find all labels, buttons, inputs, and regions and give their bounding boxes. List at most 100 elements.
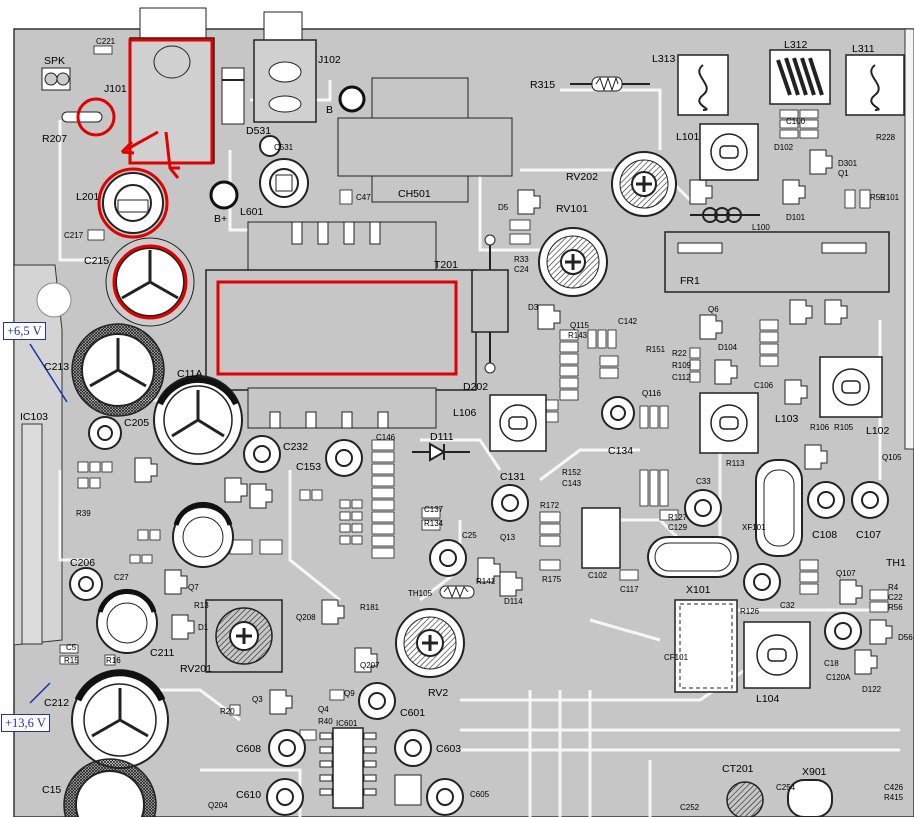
ic601 — [332, 727, 364, 809]
label-c215: C215 — [84, 255, 109, 267]
transformer-t201 — [205, 269, 477, 391]
jack-j101-hole — [153, 45, 191, 79]
label-fr1: FR1 — [680, 275, 700, 287]
label-q204: Q204 — [208, 801, 228, 810]
label-j102: J102 — [318, 54, 341, 66]
label-rv202: RV202 — [566, 171, 598, 183]
leader-line-6v5 — [29, 343, 68, 403]
label-b: B — [326, 104, 333, 116]
choke-ch501-bottom — [371, 175, 469, 203]
xtal-x901 — [787, 779, 833, 817]
label-c117: C117 — [620, 585, 639, 594]
label-cf101: CF101 — [664, 653, 689, 662]
label-r20: R20 — [220, 707, 235, 716]
label-c120a: C120A — [826, 673, 851, 682]
label-c131: C131 — [500, 471, 525, 483]
label-d102: D102 — [774, 143, 794, 152]
label-c426: C426 — [884, 783, 904, 792]
label-r127: R127 — [668, 513, 688, 522]
label-c47: C47 — [356, 193, 371, 202]
label-c5: C5 — [66, 643, 77, 652]
label-c18: C18 — [824, 659, 839, 668]
label-r55: R55 — [870, 193, 885, 202]
label-l601: L601 — [240, 206, 264, 218]
label-l106: L106 — [453, 407, 477, 419]
xtal-x101 — [647, 536, 739, 578]
label-r33: R33 — [514, 255, 529, 264]
label-r113: R113 — [726, 459, 745, 468]
label-r315: R315 — [530, 79, 555, 91]
smd-pads — [59, 45, 889, 741]
label-q13: Q13 — [500, 533, 516, 542]
label-q3: Q3 — [252, 695, 263, 704]
header-ic601 — [394, 774, 422, 806]
label-r16: R16 — [106, 656, 121, 665]
label-th1: TH1 — [886, 557, 906, 569]
choke-ch501-top — [371, 77, 469, 121]
label-r105: R105 — [834, 423, 854, 432]
label-q9: Q9 — [344, 689, 355, 698]
label-c106: C106 — [754, 381, 774, 390]
label-c134: C134 — [608, 445, 633, 457]
label-r101: R101 — [880, 193, 900, 202]
label-rv101: RV101 — [556, 203, 588, 215]
label-r109: R109 — [672, 361, 692, 370]
label-c11a: C11A — [177, 368, 203, 380]
label-r143: R143 — [568, 331, 588, 340]
label-c232: C232 — [283, 441, 308, 453]
label-t201: T201 — [434, 259, 458, 271]
label-q7: Q7 — [188, 583, 199, 592]
label-c206: C206 — [70, 557, 95, 569]
label-ic601: IC601 — [336, 719, 358, 728]
transistors — [134, 149, 893, 715]
label-c221: C221 — [96, 37, 116, 46]
label-c129: C129 — [668, 523, 688, 532]
label-q1: Q1 — [838, 169, 849, 178]
label-c137: C137 — [424, 505, 444, 514]
leader-line-13v6 — [29, 682, 51, 704]
label-c143: C143 — [562, 479, 582, 488]
label-c33: C33 — [696, 477, 711, 486]
diode-d202 — [471, 269, 509, 333]
label-c212: C212 — [44, 697, 69, 709]
label-q107: Q107 — [836, 569, 856, 578]
label-ct201: CT201 — [722, 763, 754, 775]
jack-j102-hole — [268, 61, 302, 83]
label-d202: D202 — [463, 381, 488, 393]
label-r106: R106 — [810, 423, 830, 432]
label-q4: Q4 — [318, 705, 329, 714]
label-c112: C112 — [672, 373, 691, 382]
label-q6: Q6 — [708, 305, 719, 314]
label-c211: C211 — [150, 647, 174, 659]
label-spk: SPK — [44, 55, 65, 67]
diode-d111 — [412, 442, 470, 462]
label-r415: R415 — [884, 793, 904, 802]
label-c254: C254 — [776, 783, 796, 792]
label-c102: C102 — [588, 571, 608, 580]
transformer-t201-top — [247, 221, 437, 275]
label-r13: R13 — [194, 601, 209, 610]
label-c252: C252 — [680, 803, 700, 812]
label-r40: R40 — [318, 717, 333, 726]
label-rv2: RV2 — [428, 687, 448, 699]
label-c601: C601 — [400, 707, 425, 719]
choke-ch501 — [337, 117, 513, 177]
label-r15: R15 — [64, 656, 79, 665]
label-c531: C531 — [274, 143, 294, 152]
label-d1: D1 — [198, 623, 209, 632]
label-c146: C146 — [376, 433, 396, 442]
label-d301: D301 — [838, 159, 858, 168]
label-c213: C213 — [44, 361, 69, 373]
label-l100: L100 — [752, 223, 770, 232]
label-r22: R22 — [672, 349, 687, 358]
label-th105: TH105 — [408, 589, 433, 598]
r207-body — [61, 111, 103, 123]
filter-fr1 — [664, 231, 890, 293]
label-c205: C205 — [124, 417, 149, 429]
label-c22: C22 — [888, 593, 903, 602]
label-r181: R181 — [360, 603, 380, 612]
label-d5: D5 — [498, 203, 509, 212]
label-r151: R151 — [646, 345, 666, 354]
label-l102: L102 — [866, 425, 890, 437]
